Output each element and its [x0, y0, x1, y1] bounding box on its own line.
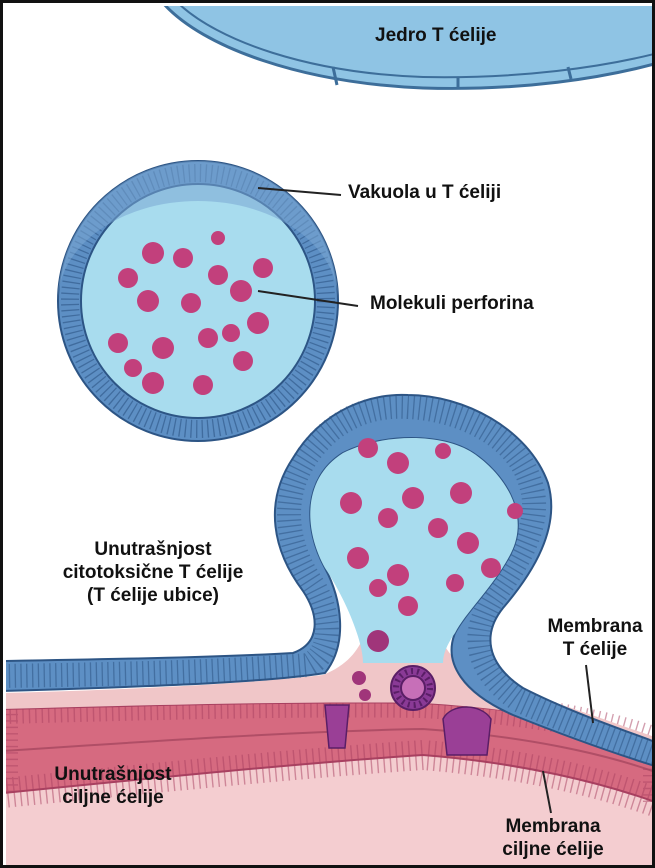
label-t-cell-membrane: Membrana T ćelije [535, 615, 655, 661]
label-t-cell-interior-line-1: Unutrašnjost [33, 538, 273, 561]
label-t-cell-nucleus: Jedro T ćelije [375, 24, 496, 47]
label-t-cell-membrane-line-1: Membrana [535, 615, 655, 638]
perforin-pore-forming [391, 666, 435, 710]
label-target-cell-interior: Unutrašnjost ciljne ćelije [33, 763, 193, 809]
label-t-cell-interior-line-3: (T ćelije ubice) [33, 584, 273, 607]
label-t-cell-interior: Unutrašnjost citotoksične T ćelije (T će… [33, 538, 273, 607]
label-vacuole: Vakuola u T ćeliji [348, 181, 501, 204]
label-target-cell-membrane: Membrana ciljne ćelije [473, 815, 633, 861]
perforin-diagram [3, 3, 655, 868]
label-perforin-molecules: Molekuli perforina [370, 292, 534, 315]
label-target-cell-interior-line-1: Unutrašnjost [33, 763, 193, 786]
label-target-cell-membrane-line-1: Membrana [473, 815, 633, 838]
label-target-cell-interior-line-2: ciljne ćelije [33, 786, 193, 809]
label-target-cell-membrane-line-2: ciljne ćelije [473, 838, 633, 861]
label-t-cell-membrane-line-2: T ćelije [535, 638, 655, 661]
label-t-cell-interior-line-2: citotoksične T ćelije [33, 561, 273, 584]
